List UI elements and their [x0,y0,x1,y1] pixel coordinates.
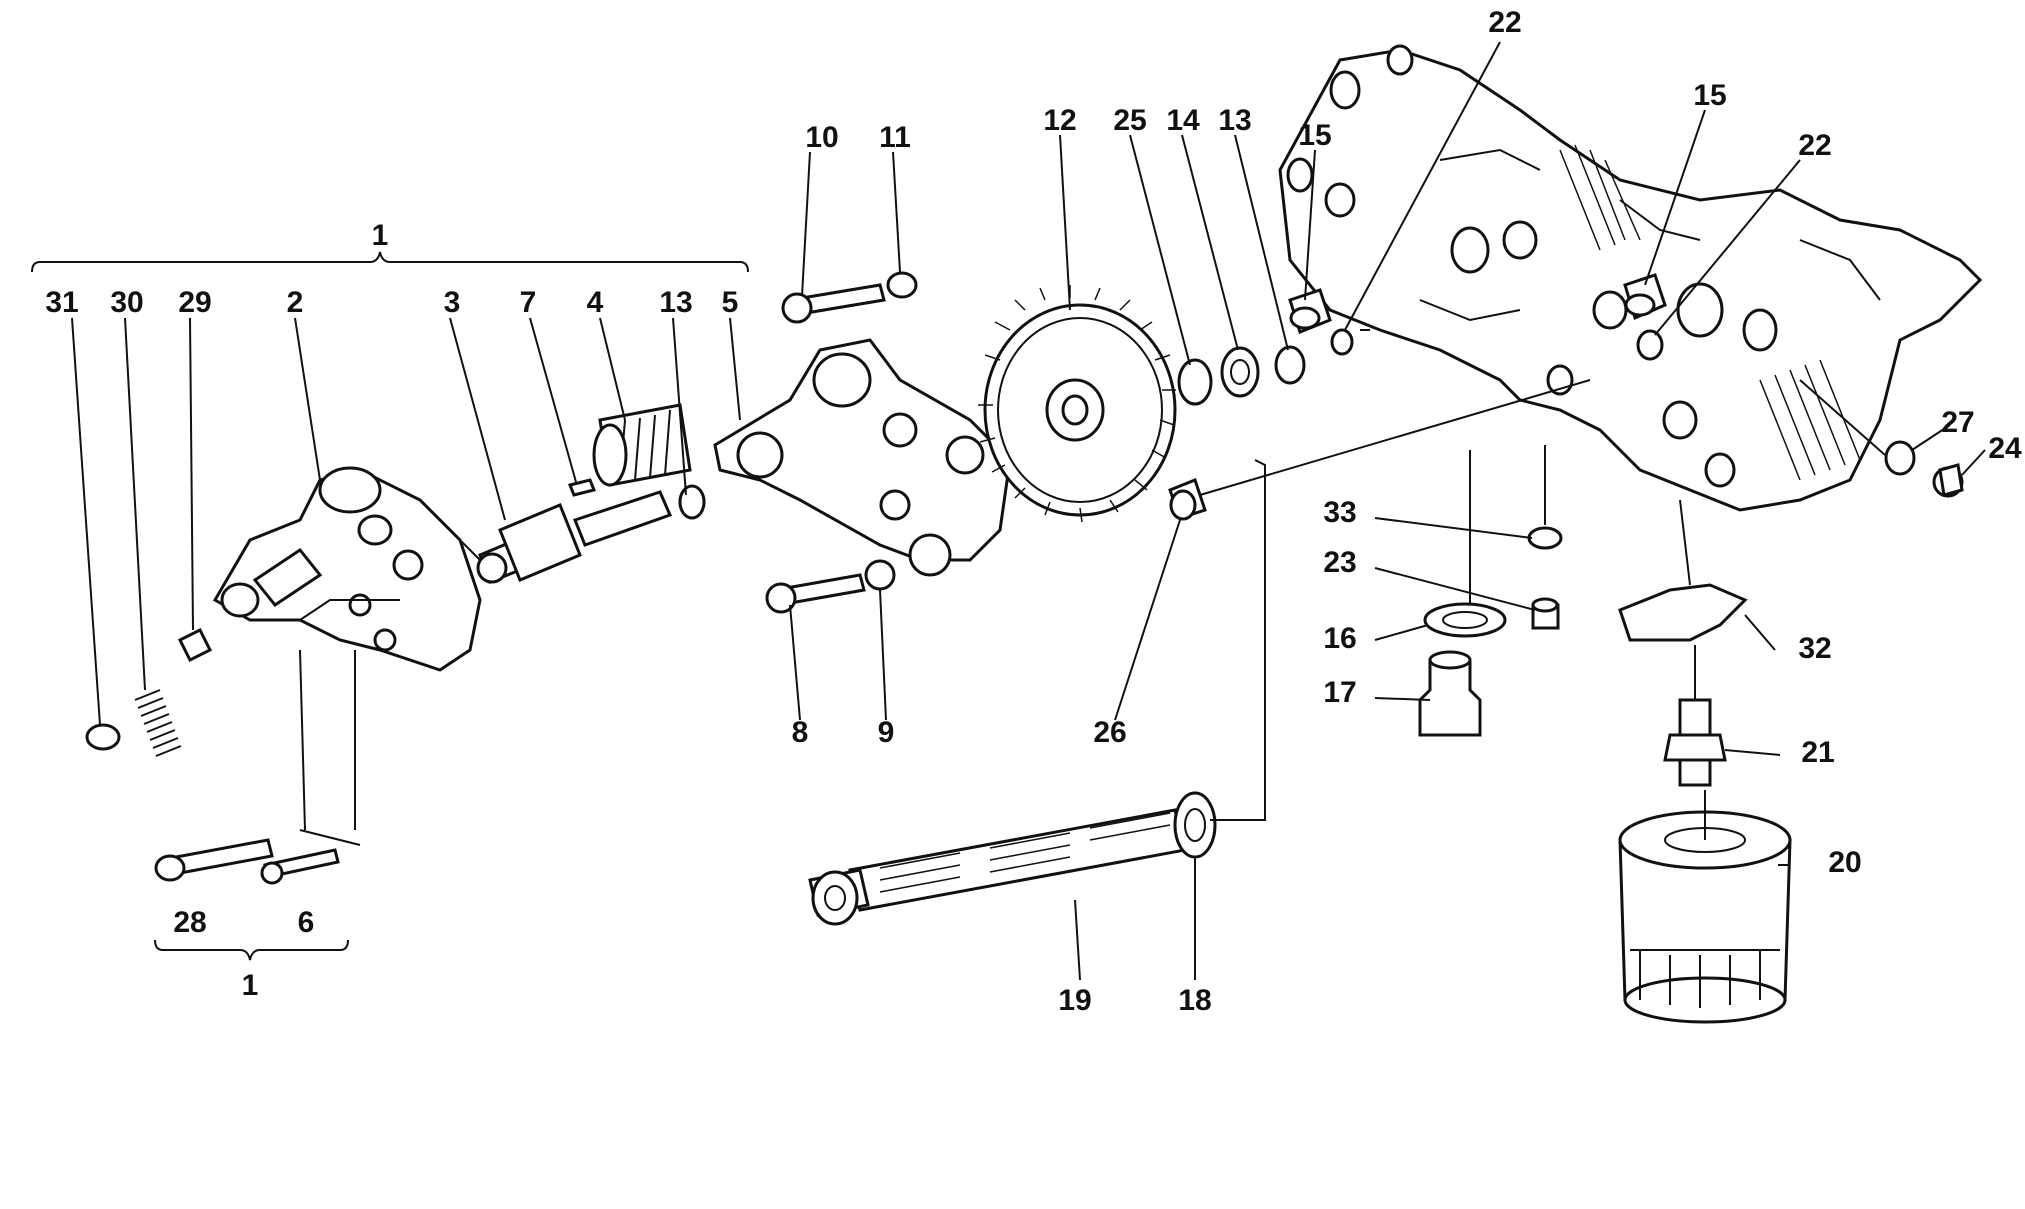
leader-lines [31,41,1986,981]
label-part-24: 24 [1988,432,2022,465]
label-part-23: 23 [1323,546,1356,579]
label-part-11: 11 [879,121,911,154]
label-part-14: 14 [1166,104,1200,137]
label-part-7: 7 [520,286,537,319]
shim-plate-icon [1618,583,1748,642]
label-part-27: 27 [1941,406,1974,439]
label-part-12: 12 [1043,104,1076,137]
screw-icon [765,271,918,614]
callout-labels: 1 31 30 29 2 3 7 4 13 5 10 11 12 25 14 1… [45,6,2022,1017]
label-part-18: 18 [1178,984,1211,1017]
bush-icon [1168,478,1207,521]
label-part-16: 16 [1323,622,1356,655]
label-part-15-left: 15 [1298,119,1331,152]
label-part-21: 21 [1801,736,1834,769]
label-part-1-bottom: 1 [242,969,259,1002]
label-part-26: 26 [1093,716,1126,749]
screw-icon [154,838,340,885]
label-part-17: 17 [1323,676,1356,709]
label-part-3: 3 [444,286,461,319]
dowel-bush-icon [1288,273,1667,334]
label-part-2: 2 [287,286,304,319]
mesh-oil-strainer-icon [808,808,1187,926]
label-part-30: 30 [110,286,143,319]
label-part-31: 31 [45,286,78,319]
label-part-22-right: 22 [1798,129,1831,162]
plug-icon [1884,440,1964,498]
label-part-4: 4 [587,286,604,319]
washer-icon [1177,345,1306,406]
label-part-5: 5 [722,286,739,319]
label-part-13-left: 13 [659,286,692,319]
circlip-icon [678,484,706,520]
label-part-15-right: 15 [1693,79,1726,112]
washer-icon [1173,791,1217,859]
pump-driven-gear-icon [978,285,1177,523]
label-part-29: 29 [178,286,211,319]
oil-filter-cartridge-icon [1618,810,1792,1024]
label-part-6: 6 [298,906,315,939]
label-part-20: 20 [1828,846,1861,879]
label-part-32: 32 [1798,632,1831,665]
oil-pump-cover-icon [212,466,482,672]
label-part-9: 9 [878,716,895,749]
label-part-33: 33 [1323,496,1356,529]
engine-crankcase-icon [1278,44,1983,512]
label-part-1-top: 1 [372,219,389,252]
drain-plug-icon [1418,526,1563,737]
oil-pump-body-icon [713,338,1012,577]
label-part-8: 8 [792,716,809,749]
pump-drive-gear-icon [476,403,706,584]
label-part-19: 19 [1058,984,1091,1017]
label-part-22-top: 22 [1488,6,1521,39]
label-part-25: 25 [1113,104,1146,137]
label-part-13-right: 13 [1218,104,1251,137]
filter-fitting-icon [1663,698,1727,787]
label-part-10: 10 [805,121,838,154]
label-part-28: 28 [173,906,206,939]
relief-valve-spring-icon [85,627,213,757]
